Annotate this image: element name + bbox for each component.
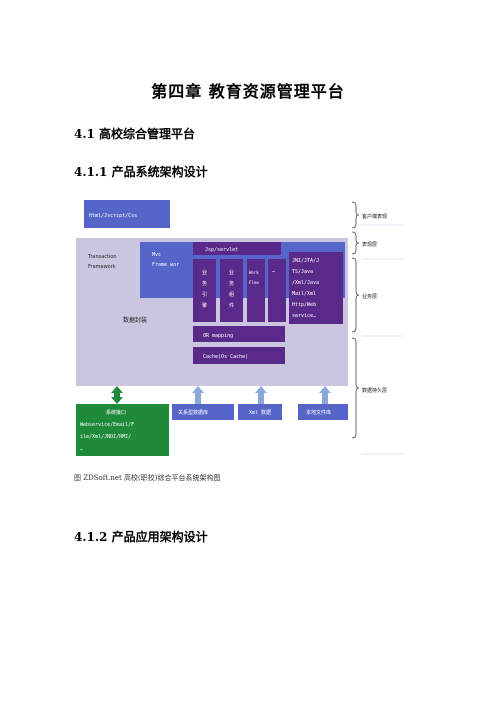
sys-interface-line-3: ile/Xml/JNDI/RMI/ bbox=[80, 434, 131, 440]
workflow-label-1: Work bbox=[249, 270, 259, 275]
figure-caption: 图 ZDSoft.net 高校(职校)综合平台系统架构图 bbox=[74, 474, 221, 482]
other-modules-ellipsis: … bbox=[272, 268, 275, 274]
subsection-heading-application: 4.1.2 产品应用架构设计 bbox=[74, 530, 208, 544]
arrow-local-file bbox=[319, 386, 331, 404]
xml-data-box bbox=[238, 404, 282, 420]
integration-line-2: TS/Java bbox=[292, 269, 313, 275]
relational-db-label: 关系型数据库 bbox=[178, 409, 208, 416]
brace-presentation bbox=[351, 231, 360, 255]
integration-line-6: service… bbox=[292, 313, 316, 319]
local-file-box bbox=[298, 404, 348, 420]
integration-line-4: Mail/Xml bbox=[292, 291, 316, 297]
engine-char-4: 擎 bbox=[202, 302, 207, 309]
engine-char-3: 引 bbox=[202, 291, 207, 298]
layer-label-persistence: 数据持久层 bbox=[362, 387, 387, 394]
jsp-servlet-box bbox=[193, 242, 281, 255]
cache-box bbox=[193, 347, 285, 364]
brace-persistence bbox=[351, 337, 360, 439]
arrow-xml-data bbox=[255, 386, 267, 404]
transaction-label-1: Transaction bbox=[87, 254, 117, 260]
subsection-heading-architecture: 4.1.1 产品系统架构设计 bbox=[74, 165, 208, 179]
engine-char-1: 业 bbox=[202, 269, 207, 276]
mvc-label-1: Mvc bbox=[152, 252, 161, 258]
brace-business bbox=[351, 257, 360, 333]
component-char-1: 业 bbox=[229, 269, 234, 276]
jsp-servlet-label: Jsp/servlet bbox=[205, 247, 238, 253]
sys-interface-line-4: … bbox=[80, 446, 83, 452]
client-box bbox=[84, 200, 170, 228]
component-char-4: 件 bbox=[229, 302, 234, 309]
or-mapping-label: OR mapping bbox=[203, 333, 233, 339]
or-mapping-box bbox=[193, 326, 285, 342]
other-modules-box bbox=[268, 259, 286, 322]
sys-interface-line-1: 系统接口 bbox=[106, 409, 126, 416]
chapter-title: 第四章 教育资源管理平台 bbox=[151, 82, 345, 101]
arrow-sys-interface bbox=[111, 386, 123, 404]
relational-db-box bbox=[172, 404, 234, 420]
layer-label-client: 客户端表现 bbox=[362, 213, 387, 220]
xml-data-label: Xml 数据 bbox=[249, 409, 271, 416]
workflow-box bbox=[247, 259, 265, 322]
integration-line-3: /Xml/Java bbox=[292, 280, 319, 286]
data-encapsulation-label: 数据封装 bbox=[123, 316, 147, 324]
layer-label-presentation: 表现层 bbox=[362, 241, 377, 248]
arrow-relational-db bbox=[192, 386, 204, 404]
layer-label-business: 业务层 bbox=[362, 293, 377, 300]
component-char-3: 组 bbox=[229, 291, 234, 298]
integration-box bbox=[289, 252, 343, 324]
local-file-label: 本地文件库 bbox=[306, 409, 331, 416]
integration-line-5: Http/Web bbox=[292, 302, 316, 308]
integration-line-1: JNI/JTA/J bbox=[292, 258, 319, 264]
component-char-2: 务 bbox=[229, 280, 234, 287]
client-box-label: Html/Jscript/Css bbox=[89, 213, 137, 219]
business-engine-box bbox=[193, 259, 216, 322]
transaction-label-2: Framework bbox=[88, 264, 116, 270]
section-heading: 4.1 高校综合管理平台 bbox=[74, 127, 196, 141]
business-component-box bbox=[220, 259, 243, 322]
cache-label: Cache(Os Cache) bbox=[203, 354, 248, 360]
sys-interface-line-2: Webservice/Email/F bbox=[80, 422, 134, 428]
workflow-label-2: Flow bbox=[249, 280, 259, 285]
sys-interface-box bbox=[76, 404, 169, 456]
engine-char-2: 务 bbox=[202, 280, 207, 287]
brace-client bbox=[351, 201, 360, 229]
mvc-label-2: Frame wor bbox=[152, 262, 179, 268]
